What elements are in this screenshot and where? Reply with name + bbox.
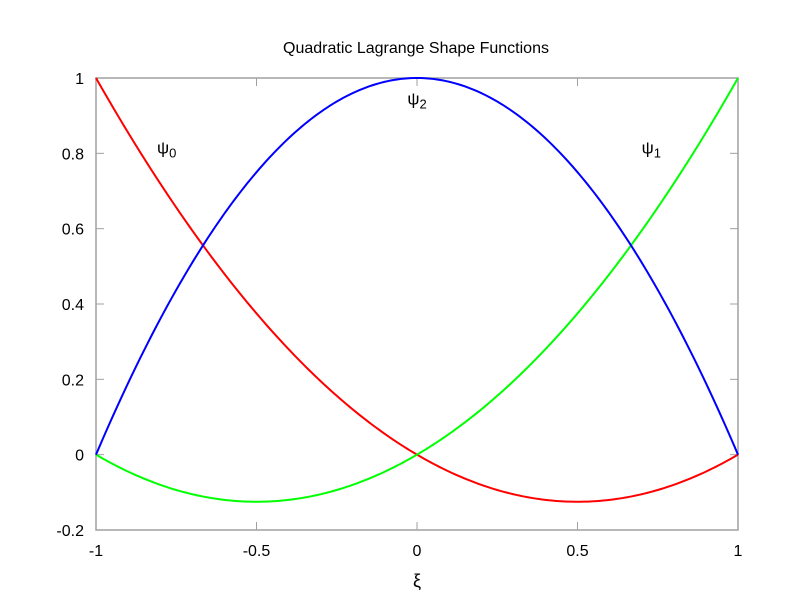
curve-label-psi2: ψ2 [407, 89, 426, 111]
plot-axes: -0.2 0 0.2 0.4 0.6 0.8 1 -1 -0.5 0 0.5 1 [56, 71, 742, 560]
x-tick-label: -0.5 [243, 543, 271, 560]
x-axis-label: ξ [413, 571, 421, 591]
y-tick-label: -0.2 [56, 523, 84, 540]
chart-title: Quadratic Lagrange Shape Functions [283, 40, 549, 57]
plot-curves [95, 76, 739, 503]
x-tick-label: 1 [734, 543, 743, 560]
curve-label-psi0: ψ0 [157, 138, 176, 160]
x-tick-label: 0 [413, 543, 422, 560]
x-tick-label: 0.5 [566, 543, 588, 560]
y-tick-label: 1 [75, 71, 84, 88]
y-tick-label: 0.6 [62, 222, 84, 239]
curve-labels: ψ0 ψ1 ψ2 [157, 89, 661, 160]
x-tick-label: -1 [89, 543, 103, 560]
y-tick-label: 0.8 [62, 146, 84, 163]
series-line-2 [95, 76, 739, 456]
y-tick-label: 0.4 [62, 297, 84, 314]
curve-label-psi1: ψ1 [642, 138, 661, 160]
y-tick-label: 0.2 [62, 372, 84, 389]
y-tick-label: 0 [75, 448, 84, 465]
